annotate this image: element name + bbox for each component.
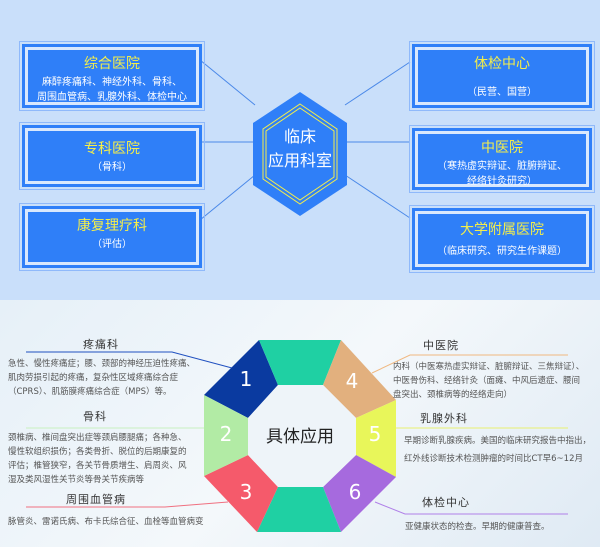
hexagon-shape bbox=[253, 92, 347, 216]
segment-bottom bbox=[257, 487, 341, 532]
hexagon-center-label: 临床 应用科室 bbox=[253, 125, 347, 173]
box-title: 中医院 bbox=[481, 140, 523, 156]
box-title: 专科医院 bbox=[84, 141, 140, 157]
text-line: 湿及类风湿性关节炎等骨关节疾病等 bbox=[8, 475, 145, 485]
text-line: 肌肉劳损引起的疼痛，复杂性区域疼痛综合症 bbox=[8, 373, 179, 383]
box-tcm-hospital: 中医院 （寒热虚实辩证、脏腑辩证、 经络针灸研究） bbox=[409, 125, 595, 193]
segment-5 bbox=[356, 400, 396, 477]
octagon-center bbox=[248, 385, 356, 487]
box-title: 康复理疗科 bbox=[77, 218, 147, 234]
box-title: 大学附属医院 bbox=[460, 222, 544, 238]
box-subtitle: 经络针灸研究） bbox=[467, 176, 537, 187]
text-line: 盘突出、颈椎病等的经络走向） bbox=[393, 390, 513, 400]
box-subtitle: 周围血管病、乳腺外科、体检中心 bbox=[37, 92, 187, 103]
box-subtitle: （骨科） bbox=[92, 162, 132, 173]
checkup-title: 体检中心 bbox=[422, 496, 470, 509]
center-line-1: 临床 bbox=[283, 127, 316, 146]
text-line: 评估；椎管狭窄，各关节骨质增生、肩周炎、风 bbox=[8, 461, 187, 471]
text-line: 内科（中医寒热虚实辩证、脏腑辩证、三焦辩证）、 bbox=[393, 362, 585, 372]
leader-line bbox=[374, 501, 568, 515]
segment-number-1: 1 bbox=[239, 367, 253, 391]
text-line: （CPRS）、肌筋膜疼痛综合症（MPS）等。 bbox=[8, 387, 172, 397]
segment-3 bbox=[204, 455, 278, 532]
vascular-title: 周围血管病 bbox=[66, 493, 126, 506]
box-subtitle: 麻醉疼痛科、神经外科、骨科、 bbox=[42, 77, 182, 88]
connector-line bbox=[199, 174, 256, 221]
text-line: 红外线诊断技术检测肿瘤的时间比CT早6~12月 bbox=[404, 454, 583, 464]
leader-line bbox=[371, 354, 568, 374]
vascular-text: 脉管炎、雷诺氏病、布卡氏综合征、血栓等血管病变 bbox=[8, 517, 204, 527]
text-line: 急性、慢性疼痛症；腰、颈部的神经压迫性疼痛、 bbox=[8, 359, 196, 369]
breast-title: 乳腺外科 bbox=[420, 412, 468, 425]
text-line: 中医骨伤科、经络针灸（面瘫、中风后遗症、腰间 bbox=[393, 376, 581, 386]
segment-number-4: 4 bbox=[345, 369, 359, 393]
pain-dept-title: 疼痛科 bbox=[83, 338, 119, 351]
pain-dept-text: 急性、慢性疼痛症；腰、颈部的神经压迫性疼痛、 肌肉劳损引起的疼痛，复杂性区域疼痛… bbox=[8, 357, 195, 399]
segment-number-3: 3 bbox=[239, 480, 253, 504]
octagon-center-label: 具体应用 bbox=[266, 427, 334, 447]
breast-text: 早期诊断乳腺疾病。美国的临床研究报告中指出， 红外线诊断技术检测肿瘤的时间比CT… bbox=[404, 434, 591, 466]
connector-line bbox=[199, 59, 256, 106]
text-line: 慢性软组织损伤；各类骨折、脱位的后期康复的 bbox=[8, 447, 187, 457]
segment-6 bbox=[323, 455, 396, 532]
segment-4 bbox=[323, 340, 396, 418]
text-line: 早期诊断乳腺疾病。美国的临床研究报告中指出， bbox=[404, 436, 592, 446]
box-subtitle: （民营、国营） bbox=[467, 87, 537, 98]
box-title: 综合医院 bbox=[84, 56, 140, 72]
connector-line bbox=[344, 174, 411, 219]
segment-number-2: 2 bbox=[219, 422, 233, 446]
connector-line bbox=[344, 61, 411, 106]
segment-2 bbox=[204, 395, 248, 476]
hexagon-inner-border bbox=[265, 107, 335, 201]
tcm-title: 中医院 bbox=[423, 339, 459, 352]
segment-number-6: 6 bbox=[348, 480, 362, 504]
hexagon-inner-border bbox=[262, 103, 338, 205]
box-rehab: 康复理疗科 （评估） bbox=[19, 203, 205, 271]
center-line-2: 应用科室 bbox=[267, 151, 332, 170]
checkup-text: 亚健康状态的检查。早期的健康普查。 bbox=[405, 522, 550, 532]
ortho-title: 骨科 bbox=[83, 410, 107, 423]
box-health-check: 体检中心 （民营、国营） bbox=[409, 41, 595, 111]
text-line: 颈椎病、椎间盘突出症等颈肩腰腿痛；各种急、 bbox=[8, 433, 187, 443]
segment-number-5: 5 bbox=[368, 422, 382, 446]
leader-line bbox=[26, 351, 233, 369]
segment-top bbox=[259, 340, 341, 385]
box-general-hospital: 综合医院 麻醉疼痛科、神经外科、骨科、 周围血管病、乳腺外科、体检中心 bbox=[19, 41, 205, 111]
box-subtitle: （寒热虚实辩证、脏腑辩证、 bbox=[437, 161, 567, 172]
box-title: 体检中心 bbox=[474, 56, 530, 72]
leader-line bbox=[26, 501, 229, 508]
segment-1 bbox=[204, 340, 278, 418]
tcm-text: 内科（中医寒热虚实辩证、脏腑辩证、三焦辩证）、 中医骨伤科、经络针灸（面瘫、中风… bbox=[393, 360, 584, 402]
box-subtitle: （临床研究、研究生作课题） bbox=[437, 246, 567, 257]
ortho-text: 颈椎病、椎间盘突出症等颈肩腰腿痛；各种急、 慢性软组织损伤；各类骨折、脱位的后期… bbox=[8, 431, 187, 487]
box-university-hospital: 大学附属医院 （临床研究、研究生作课题） bbox=[409, 205, 595, 273]
box-subtitle: （评估） bbox=[92, 239, 132, 250]
box-specialty-hospital: 专科医院 （骨科） bbox=[19, 122, 205, 190]
